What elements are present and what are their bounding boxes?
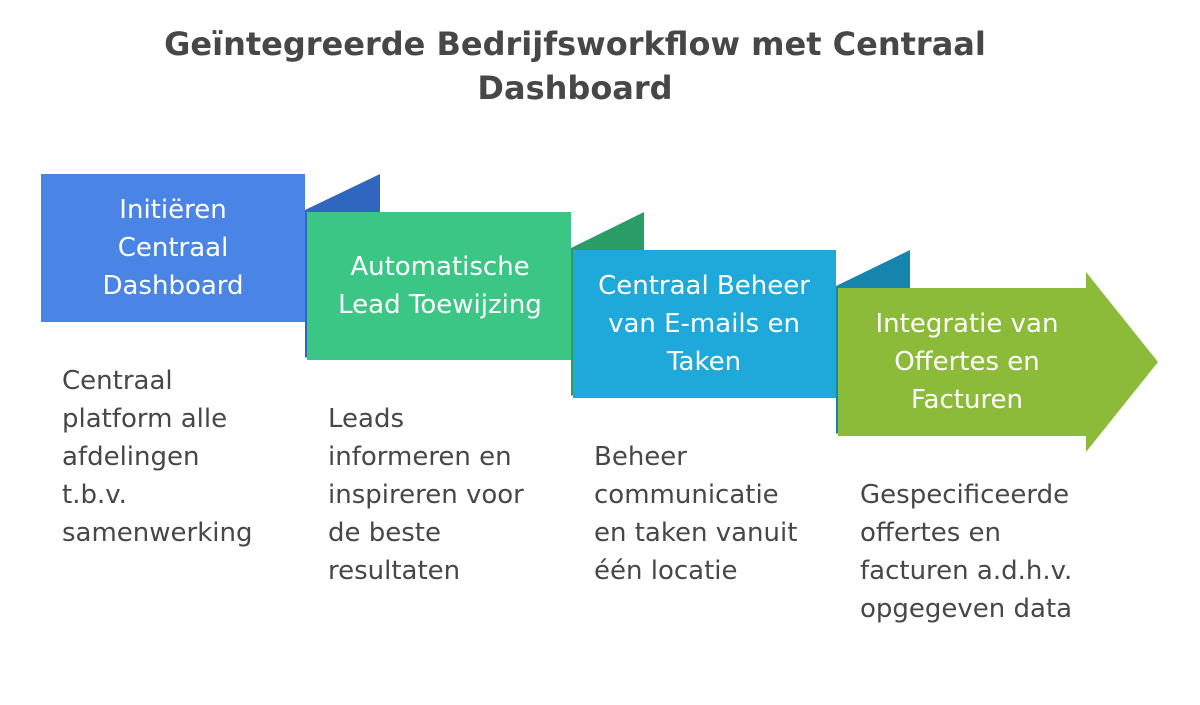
- step-2-label: Automatische Lead Toewijzing: [338, 252, 542, 320]
- step-4-description: Gespecificeerde offertes en facturen a.d…: [860, 480, 1073, 624]
- step-3-label: Centraal Beheer van E-mails en Taken: [598, 271, 810, 377]
- step-4-arrow: [838, 272, 1158, 452]
- step-3-description: Beheer communicatie en taken vanuit één …: [594, 442, 798, 586]
- step-1-label: Initiëren Centraal Dashboard: [102, 195, 244, 301]
- diagram-title: Geïntegreerde Bedrijfsworkflow met Centr…: [164, 25, 986, 107]
- step-3-block: [573, 250, 836, 398]
- step-4-label: Integratie van Offertes en Facturen: [875, 309, 1059, 415]
- step-2-description: Leads informeren en inspireren voor de b…: [328, 404, 524, 586]
- step-1-block: [41, 174, 305, 322]
- step-2-block: [307, 212, 571, 360]
- step-1-description: Centraal platform alle afdelingen t.b.v.…: [62, 366, 253, 548]
